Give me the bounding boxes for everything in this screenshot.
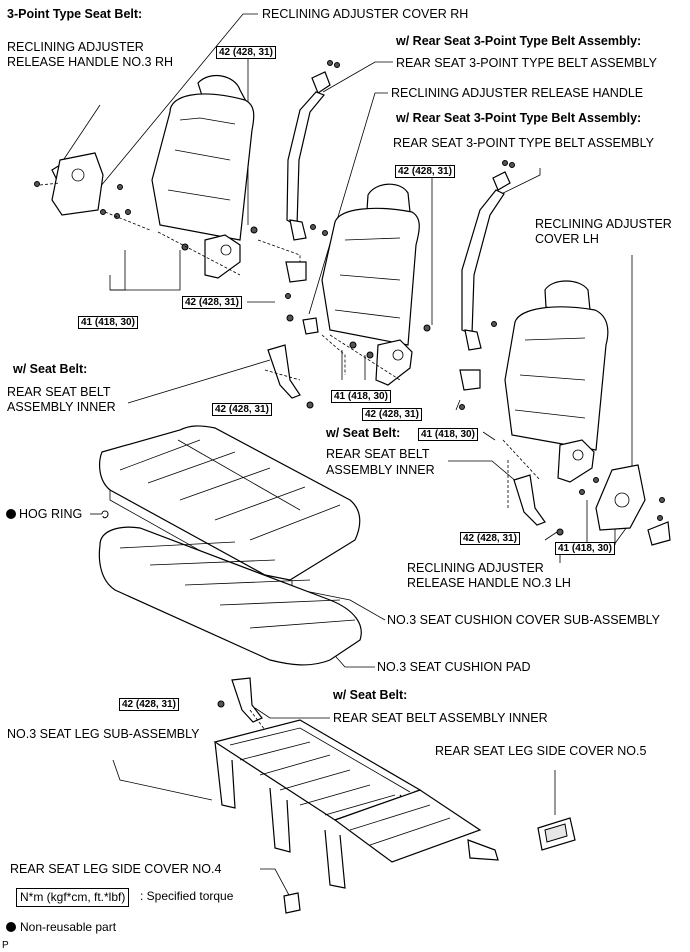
torque-41-b: 41 (418, 30)	[331, 390, 391, 403]
cushion-pad-art	[98, 526, 362, 666]
label-recliner-cover-rh: RECLINING ADJUSTER COVER RH	[262, 7, 469, 21]
heading-3-point-seat-belt: 3-Point Type Seat Belt:	[7, 7, 143, 21]
label-recliner-cover-lh-line1: RECLINING ADJUSTER	[535, 217, 672, 231]
seat-back-2-art	[286, 183, 420, 386]
label-rear-belt-inner-3: REAR SEAT BELT ASSEMBLY INNER	[333, 711, 548, 725]
heading-rear-3pt-belt-2: w/ Rear Seat 3-Point Type Belt Assembly:	[396, 111, 642, 125]
legend-nonreusable: Non-reusable part	[20, 920, 117, 934]
seat-leg-art	[213, 709, 499, 889]
label-leg-side-cover-4: REAR SEAT LEG SIDE COVER NO.4	[10, 862, 222, 876]
hog-ring-icon	[101, 510, 109, 519]
heading-rear-3pt-belt-1: w/ Rear Seat 3-Point Type Belt Assembly:	[396, 34, 642, 48]
label-rear-3pt-belt-2: REAR SEAT 3-POINT TYPE BELT ASSEMBLY	[393, 136, 654, 150]
label-rear-belt-inner-1-line2: ASSEMBLY INNER	[7, 400, 116, 414]
cushion-cover-art	[99, 425, 361, 596]
torque-42-b: 42 (428, 31)	[395, 165, 455, 178]
label-recliner-handle-lh-line2: RELEASE HANDLE NO.3 LH	[407, 576, 571, 590]
torque-42-e: 42 (428, 31)	[362, 408, 422, 421]
label-rear-3pt-belt-1: REAR SEAT 3-POINT TYPE BELT ASSEMBLY	[396, 56, 657, 70]
label-hog-ring: HOG RING	[19, 507, 83, 521]
torque-42-g: 42 (428, 31)	[119, 698, 179, 711]
seat-back-3-art	[502, 280, 609, 483]
label-recliner-handle-lh-line1: RECLINING ADJUSTER	[407, 561, 544, 575]
heading-seat-belt-1: w/ Seat Belt:	[13, 362, 88, 376]
label-cushion-cover: NO.3 SEAT CUSHION COVER SUB-ASSEMBLY	[387, 613, 660, 627]
torque-42-d: 42 (428, 31)	[212, 403, 272, 416]
heading-seat-belt-3: w/ Seat Belt:	[333, 688, 408, 702]
belt-buckles-art	[217, 344, 546, 723]
torque-42-c: 42 (428, 31)	[182, 296, 242, 309]
label-rear-belt-inner-1-line1: REAR SEAT BELT	[7, 385, 111, 399]
torque-41-d: 41 (418, 30)	[555, 542, 615, 555]
label-seat-leg: NO.3 SEAT LEG SUB-ASSEMBLY	[7, 727, 200, 741]
label-rear-belt-inner-2-line1: REAR SEAT BELT	[326, 447, 430, 461]
label-recliner-handle-rh-line1: RECLINING ADJUSTER	[7, 40, 144, 54]
side-covers-art	[283, 817, 576, 914]
heading-seat-belt-2: w/ Seat Belt:	[326, 426, 401, 440]
legend-nonreusable-dot	[6, 922, 16, 932]
torque-42-f: 42 (428, 31)	[460, 532, 520, 545]
label-leg-side-cover-5: REAR SEAT LEG SIDE COVER NO.5	[435, 744, 647, 758]
page-code: P	[2, 940, 9, 951]
label-recliner-release-handle: RECLINING ADJUSTER RELEASE HANDLE	[391, 86, 644, 100]
label-rear-belt-inner-2-line2: ASSEMBLY INNER	[326, 463, 435, 477]
legend-torque-desc: : Specified torque	[140, 889, 234, 903]
recliner-handle-rh-art	[34, 152, 151, 231]
seat-back-1-art	[151, 74, 301, 279]
torque-42-a: 42 (428, 31)	[216, 46, 276, 59]
three-point-belt-2-art	[423, 160, 515, 410]
hog-ring-nonreusable-dot	[6, 509, 16, 519]
torque-41-c: 41 (418, 30)	[418, 428, 478, 441]
leader-lines	[57, 13, 633, 898]
recliner-cover-lh-art	[556, 464, 671, 546]
legend-torque-box: N*m (kgf*cm, ft.*lbf)	[16, 888, 130, 907]
label-cushion-pad: NO.3 SEAT CUSHION PAD	[377, 660, 531, 674]
torque-41-a: 41 (418, 30)	[78, 316, 138, 329]
label-recliner-cover-lh-line2: COVER LH	[535, 232, 599, 246]
label-recliner-handle-rh-line2: RELEASE HANDLE NO.3 RH	[7, 55, 174, 69]
three-point-belt-1-art	[285, 60, 340, 299]
